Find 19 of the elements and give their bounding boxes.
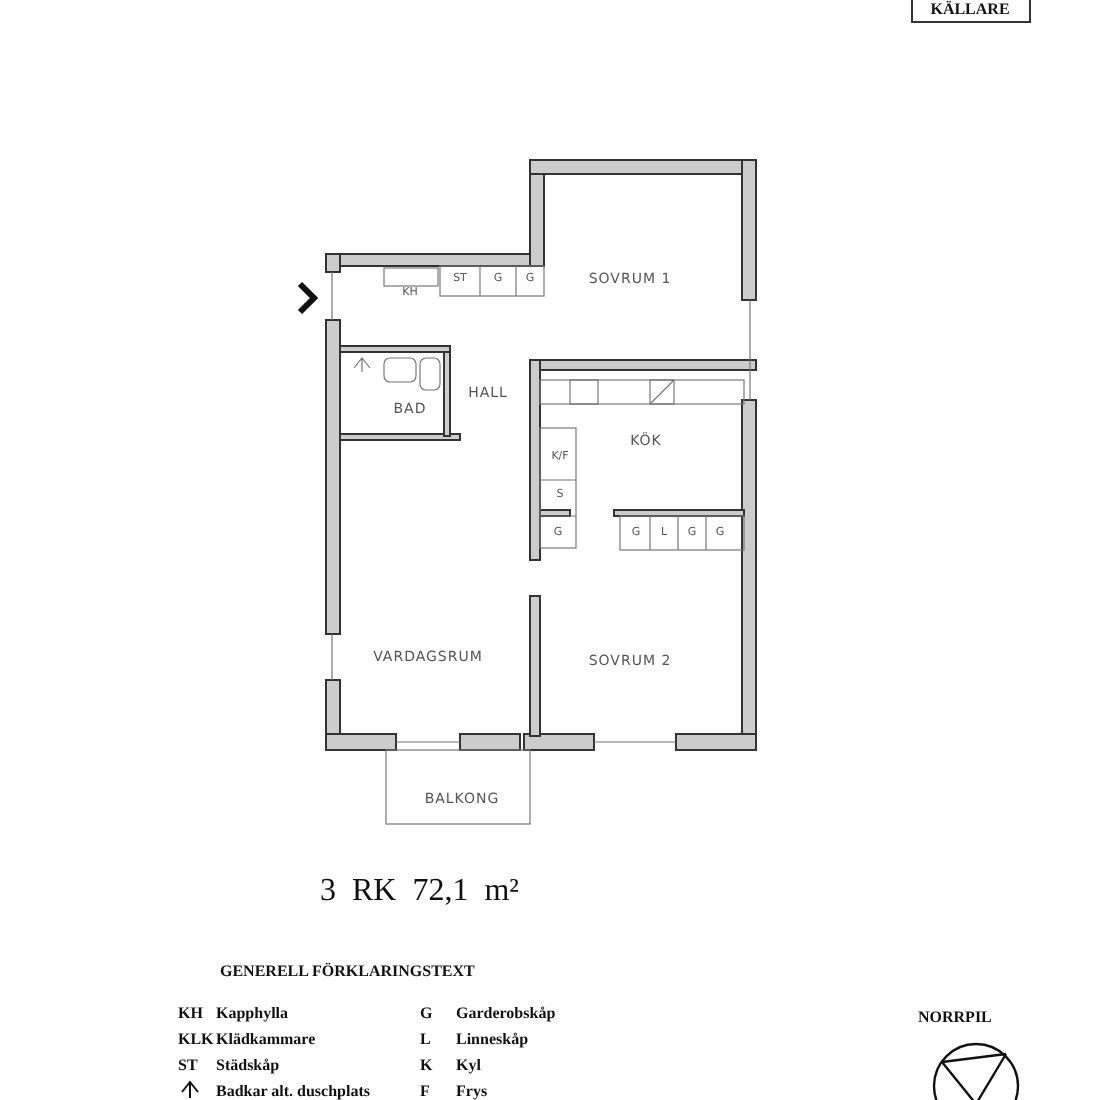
- legend-heading: GENERELL FÖRKLARINGSTEXT: [220, 964, 475, 980]
- legend-text: Badkar alt. duschplats: [216, 1084, 370, 1100]
- abbreviation: KH: [178, 1006, 203, 1022]
- legend-text: Städskåp: [216, 1058, 280, 1074]
- abbreviation: KLK: [178, 1032, 214, 1048]
- abbreviation: K: [420, 1058, 433, 1074]
- north-arrow-label: NORRPIL: [918, 1010, 992, 1026]
- legend-text: Kapphylla: [216, 1006, 289, 1022]
- abbreviation: F: [420, 1084, 430, 1100]
- legend-text: Linneskåp: [456, 1032, 529, 1048]
- abbreviation: L: [420, 1032, 431, 1048]
- legend-text: Kyl: [456, 1058, 481, 1074]
- abbreviation: ST: [178, 1058, 198, 1074]
- legend-text: Garderobskåp: [456, 1006, 556, 1022]
- legend-text: Klädkammare: [216, 1032, 316, 1048]
- room-tag: KÄLLARE: [930, 2, 1010, 18]
- area-summary: 3 RK 72,1 m²: [320, 876, 519, 908]
- legend-text: Frys: [456, 1084, 488, 1100]
- abbreviation: G: [420, 1006, 433, 1022]
